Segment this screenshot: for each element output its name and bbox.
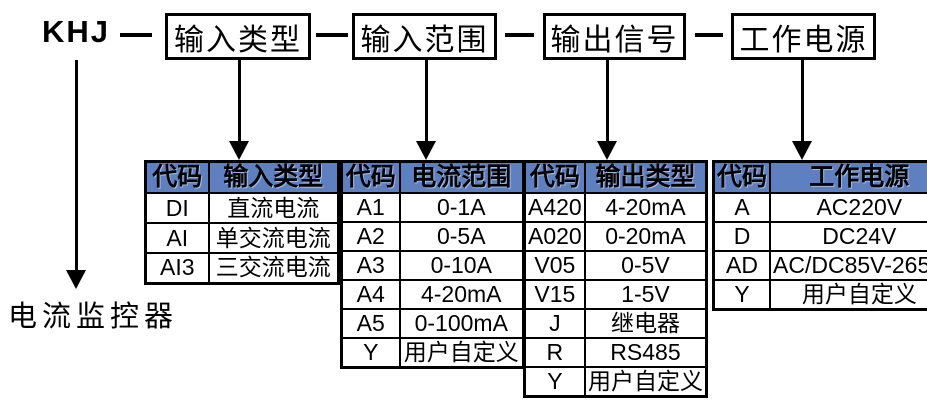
arrow-line-output-signal bbox=[606, 60, 609, 142]
connector-dash bbox=[695, 33, 723, 37]
value-cell: RS485 bbox=[583, 337, 708, 368]
column-header-code: 代码 bbox=[712, 160, 772, 194]
arrow-down-icon bbox=[597, 141, 617, 160]
value-cell: 用户自定义 bbox=[398, 337, 525, 369]
category-box-input-range: 输入范围 bbox=[352, 13, 497, 60]
arrow-line-input-range bbox=[425, 60, 428, 142]
column-header-value: 输入类型 bbox=[207, 160, 340, 194]
model-prefix: KHJ bbox=[42, 14, 111, 49]
code-cell: A bbox=[712, 192, 772, 223]
category-box-output-signal: 输出信号 bbox=[543, 13, 686, 60]
value-cell: 0-5V bbox=[583, 250, 708, 281]
table-header-row: 代码输入类型 bbox=[144, 160, 340, 194]
table-header-row: 代码输出类型 bbox=[523, 160, 708, 194]
code-cell: A5 bbox=[340, 308, 401, 339]
code-cell: Y bbox=[523, 366, 586, 398]
code-cell: D bbox=[712, 221, 772, 252]
category-box-working-power: 工作电源 bbox=[731, 13, 876, 60]
connector-dash bbox=[316, 33, 348, 37]
code-cell: A2 bbox=[340, 221, 401, 252]
column-header-code: 代码 bbox=[340, 160, 401, 194]
arrow-line-input-type bbox=[238, 60, 241, 142]
value-cell: 0-1A bbox=[398, 192, 525, 223]
column-header-code: 代码 bbox=[144, 160, 210, 194]
code-cell: AD bbox=[712, 250, 772, 281]
code-cell: R bbox=[523, 337, 586, 368]
model-description-label: 电流监控器 bbox=[8, 301, 179, 333]
value-cell: 三交流电流 bbox=[207, 252, 340, 284]
code-cell: V15 bbox=[523, 279, 586, 310]
column-header-value: 电流范围 bbox=[398, 160, 525, 194]
arrow-line-working-power bbox=[801, 60, 804, 142]
column-header-value: 工作电源 bbox=[769, 160, 927, 194]
value-cell: 1-5V bbox=[583, 279, 708, 310]
arrow-down-icon bbox=[66, 270, 86, 289]
connector-dash bbox=[120, 33, 152, 37]
value-cell: 4-20mA bbox=[398, 279, 525, 310]
connector-dash bbox=[505, 33, 534, 37]
code-cell: A4 bbox=[340, 279, 401, 310]
table-header-row: 代码工作电源 bbox=[712, 160, 927, 194]
code-cell: Y bbox=[712, 279, 772, 311]
value-cell: 继电器 bbox=[583, 308, 708, 339]
value-cell: 4-20mA bbox=[583, 192, 708, 223]
code-cell: A020 bbox=[523, 221, 586, 252]
column-header-value: 输出类型 bbox=[583, 160, 708, 194]
code-cell: DI bbox=[144, 192, 210, 224]
code-cell: A3 bbox=[340, 250, 401, 281]
column-header-code: 代码 bbox=[523, 160, 586, 194]
value-cell: 单交流电流 bbox=[207, 222, 340, 254]
arrow-down-icon bbox=[792, 141, 812, 160]
arrow-down-icon bbox=[229, 141, 249, 160]
value-cell: 用户自定义 bbox=[583, 366, 708, 398]
code-cell: A420 bbox=[523, 192, 586, 223]
code-cell: A1 bbox=[340, 192, 401, 223]
value-cell: 0-20mA bbox=[583, 221, 708, 252]
value-cell: 用户自定义 bbox=[769, 279, 927, 311]
code-cell: AI bbox=[144, 222, 210, 254]
value-cell: AC220V bbox=[769, 192, 927, 223]
table-header-row: 代码电流范围 bbox=[340, 160, 525, 194]
code-cell: J bbox=[523, 308, 586, 339]
value-cell: 直流电流 bbox=[207, 192, 340, 224]
arrow-down-icon bbox=[416, 141, 436, 160]
code-cell: Y bbox=[340, 337, 401, 369]
value-cell: 0-5A bbox=[398, 221, 525, 252]
value-cell: 0-100mA bbox=[398, 308, 525, 339]
value-cell: AC/DC85V-265V bbox=[769, 250, 927, 281]
value-cell: 0-10A bbox=[398, 250, 525, 281]
arrow-line-model bbox=[75, 60, 78, 272]
code-cell: V05 bbox=[523, 250, 586, 281]
value-cell: DC24V bbox=[769, 221, 927, 252]
code-cell: AI3 bbox=[144, 252, 210, 284]
category-box-input-type: 输入类型 bbox=[165, 13, 311, 60]
